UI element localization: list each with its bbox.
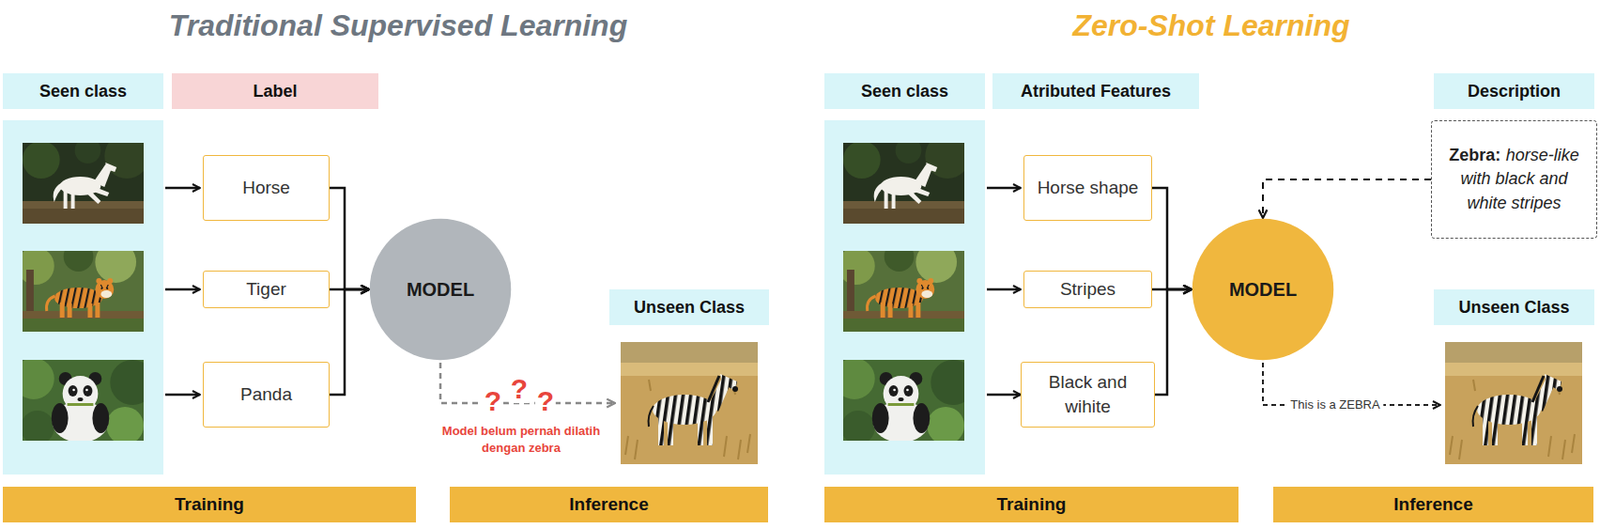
node-body: MODEL: [406, 278, 475, 301]
question-mark: ?: [482, 386, 504, 416]
node-text: Atributed Features: [1020, 80, 1171, 103]
node-text: Horse shape: [1037, 175, 1139, 200]
node-body: Stripes: [1060, 276, 1116, 302]
header-band: Atributed Features: [992, 73, 1200, 109]
node-text: Inference: [569, 493, 648, 515]
node-body: Inference: [1393, 493, 1473, 515]
question-mark: ?: [535, 386, 556, 416]
node-text: Training: [997, 493, 1067, 515]
circle-fill: [1192, 218, 1334, 360]
stage-bar: Training: [824, 486, 1239, 523]
image-arrow: [986, 288, 1021, 292]
node-body: Tiger: [246, 276, 287, 302]
node-body: Horse: [242, 175, 291, 200]
attribute-box: Stripes: [1023, 270, 1153, 308]
header-band: Label: [171, 73, 379, 109]
label-box: Tiger: [202, 270, 330, 308]
model-circle: MODEL: [1191, 217, 1335, 361]
node-text: Stripes: [1060, 276, 1116, 302]
zebra-photo: [1445, 341, 1583, 464]
horse-photo: [843, 133, 970, 224]
node-body: Training: [997, 493, 1067, 515]
description-box: Zebra:horse-like with black and white st…: [1430, 120, 1598, 239]
image-arrow: [165, 288, 200, 292]
zebra-photo: [620, 341, 758, 464]
stage-bar: Training: [2, 486, 416, 523]
node-body: Panda: [240, 382, 293, 407]
tiger-photo: [16, 241, 144, 332]
node-body: Unseen Class: [1458, 296, 1570, 319]
image-arrow: [165, 393, 200, 397]
node-text: Panda: [240, 382, 293, 407]
section-title: Zero-Shot Learning: [1072, 8, 1350, 44]
node-text: Description: [1467, 80, 1561, 103]
header-band: Seen class: [824, 73, 985, 109]
image-arrow: [986, 186, 1021, 190]
circle-fill: [369, 218, 511, 360]
node-text: Black and wihite: [1029, 369, 1147, 418]
node-text: Training: [174, 493, 245, 515]
horse-photo: [22, 133, 150, 224]
image-panel: [824, 120, 985, 475]
question-mark: ?: [508, 374, 530, 403]
node-body: Horse shape: [1037, 175, 1139, 200]
panda-photo: [833, 357, 976, 445]
image-arrow: [165, 186, 200, 190]
node-body: Black and wihite: [1029, 369, 1147, 418]
training-arrow: [329, 187, 370, 290]
header-band: Description: [1433, 73, 1595, 109]
header-band: Unseen Class: [609, 289, 770, 325]
training-arrow: [1152, 187, 1192, 290]
node-body: Inference: [569, 493, 648, 515]
panda-photo: [13, 357, 155, 445]
inference-dashed-arrow: [440, 362, 616, 403]
node-body: Seen class: [39, 80, 127, 103]
stage-bar: Inference: [449, 486, 769, 523]
node-text: Label: [252, 80, 297, 103]
node-body: Seen class: [861, 80, 949, 103]
node-text: MODEL: [1229, 278, 1297, 301]
node-body: Atributed Features: [1020, 80, 1171, 103]
image-panel: [2, 120, 164, 475]
node-body: Description: [1467, 80, 1561, 103]
node-text: Tiger: [246, 276, 287, 302]
description-arrow: [1262, 179, 1431, 218]
node-body: Unseen Class: [633, 296, 745, 319]
node-text: Seen class: [39, 80, 127, 103]
header-band: Unseen Class: [1433, 289, 1595, 325]
attribute-box: Horse shape: [1023, 154, 1153, 221]
section-title: Traditional Supervised Learning: [169, 8, 628, 44]
image-arrow: [986, 393, 1021, 397]
node-body: MODEL: [1229, 278, 1297, 301]
attribute-box: Black and wihite: [1020, 361, 1155, 428]
node-text: Inference: [1393, 493, 1473, 515]
training-arrow: [329, 289, 370, 395]
tiger-photo: [837, 241, 965, 332]
model-circle: MODEL: [369, 217, 512, 361]
label-box: Horse: [202, 154, 330, 221]
node-text: Unseen Class: [1458, 296, 1570, 319]
node-text: Seen class: [861, 80, 949, 103]
stage-bar: Inference: [1273, 486, 1594, 523]
prediction-label: This is a ZEBRA: [1286, 397, 1384, 414]
node-text: MODEL: [406, 278, 475, 301]
node-text: Unseen Class: [633, 296, 745, 319]
header-band: Seen class: [2, 73, 164, 109]
warning-note: Model belum pernah dilatih dengan zebra: [436, 422, 606, 457]
node-body: Label: [252, 80, 297, 103]
node-body: Training: [174, 493, 245, 515]
node-body: Zebra:horse-like with black and white st…: [1439, 143, 1589, 216]
node-text: Zebra:: [1448, 145, 1501, 165]
node-text: Horse: [242, 175, 291, 200]
label-box: Panda: [202, 361, 330, 428]
training-arrow: [1154, 289, 1192, 395]
